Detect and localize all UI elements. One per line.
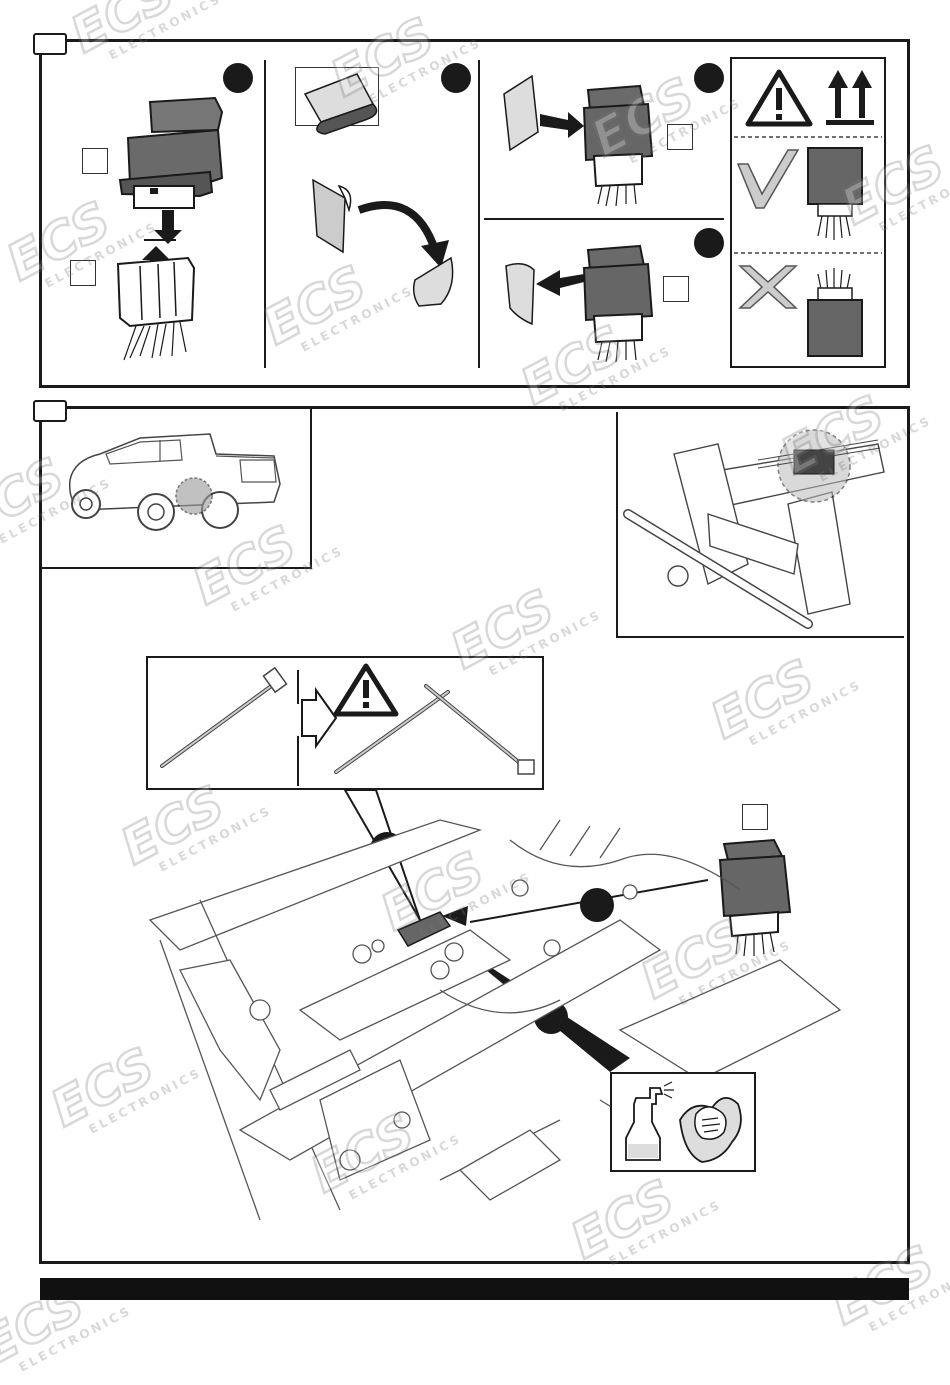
orientation-guide-box <box>730 57 886 368</box>
adhesive-peel-illustration <box>303 73 454 307</box>
arrows-up-icon <box>826 70 874 125</box>
part-number-box <box>70 260 96 286</box>
chassis-location-inset <box>616 412 904 638</box>
step-tab-2 <box>33 400 67 422</box>
spray-bottle-icon <box>625 1081 674 1161</box>
part-number-box <box>667 124 693 150</box>
part-number-box <box>663 276 689 302</box>
chassis-frame-illustration <box>623 429 885 629</box>
module-inverted-icon <box>807 268 863 357</box>
adhesive-apply-illustration <box>503 74 654 207</box>
cross-icon <box>738 265 798 309</box>
orientation-guide-dividers <box>734 136 882 254</box>
footer-bar <box>40 1278 909 1300</box>
module-upright-icon <box>807 147 863 240</box>
step-tab-1 <box>33 33 67 55</box>
warning-icon <box>745 69 813 127</box>
vehicle-location-inset <box>42 409 312 569</box>
cleaning-cloth-icon <box>679 1097 742 1163</box>
module-illustration <box>718 838 792 957</box>
part-number-box <box>82 148 108 174</box>
panel1-dividers <box>264 60 724 368</box>
step-marker-c <box>694 63 724 93</box>
part-number-box <box>742 804 768 830</box>
step-marker-f <box>580 888 614 922</box>
adhesive-remove-illustration <box>505 244 654 363</box>
module-connect-illustration <box>116 96 224 361</box>
check-icon <box>736 149 800 209</box>
step-marker-b <box>441 63 471 93</box>
step-marker-a <box>223 63 253 93</box>
rear-chassis-illustration <box>148 819 842 1221</box>
step-marker-d <box>694 228 724 258</box>
pickup-truck-illustration <box>68 433 281 531</box>
cable-tie-icon <box>160 663 535 786</box>
